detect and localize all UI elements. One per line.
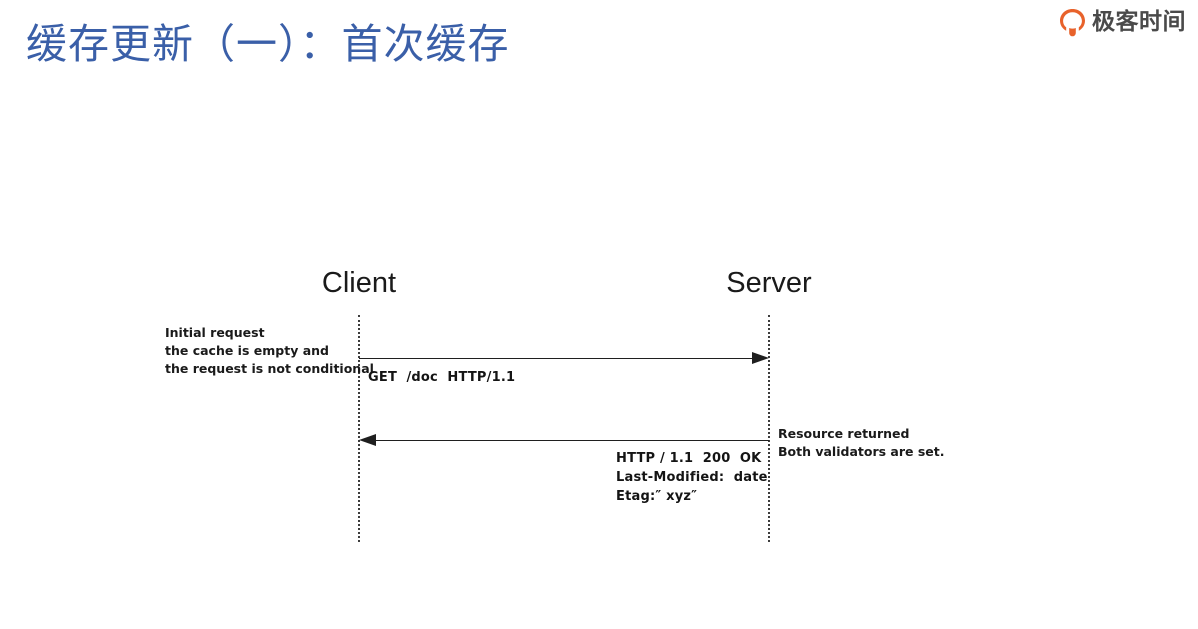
note-initial-request: Initial request the cache is empty and t…: [165, 325, 374, 376]
note-resource-returned: Resource returned Both validators are se…: [778, 426, 945, 459]
arrow-head-right-icon: [752, 352, 769, 364]
page-title: 缓存更新（一）：首次缓存: [26, 20, 510, 68]
message-line-request: [359, 358, 764, 359]
payload-request: GET /doc HTTP/1.1: [368, 370, 516, 385]
lifeline-server: [768, 315, 770, 542]
brand-logo: 极客时间: [1059, 7, 1186, 37]
geektime-logo-icon: [1060, 8, 1085, 36]
lifeline-client: [358, 315, 360, 542]
brand-name: 极客时间: [1092, 8, 1186, 35]
actor-label-server: Server: [726, 267, 812, 299]
arrow-head-left-icon: [359, 434, 376, 446]
message-line-response: [366, 440, 769, 441]
actor-label-client: Client: [321, 267, 397, 299]
payload-response: HTTP / 1.1 200 OK Last-Modified: date Et…: [616, 451, 768, 504]
